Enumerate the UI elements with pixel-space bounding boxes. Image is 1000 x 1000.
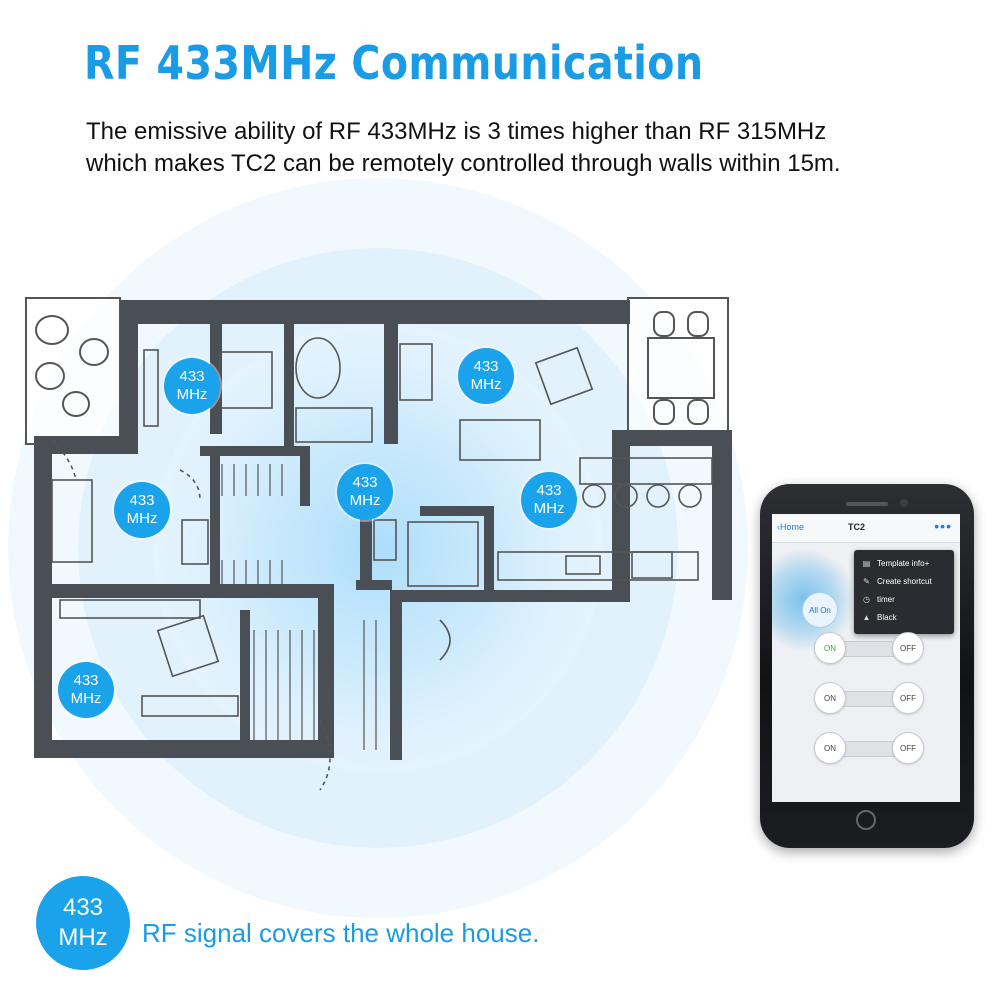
timer-icon: ◷ bbox=[863, 594, 870, 604]
menu-item-label: timer bbox=[877, 594, 895, 604]
closet-hatching bbox=[221, 464, 377, 750]
badge-value: 433 bbox=[352, 474, 378, 491]
menu-item-label: Template info+ bbox=[877, 558, 930, 568]
signal-badge-kids-room: 433 MHz bbox=[58, 662, 114, 718]
badge-value: 433 bbox=[73, 672, 99, 689]
phone-speaker bbox=[846, 502, 888, 506]
badge-unit: MHz bbox=[533, 500, 565, 517]
furniture bbox=[51, 337, 713, 791]
off-button[interactable]: OFF bbox=[892, 632, 924, 664]
off-button[interactable]: OFF bbox=[892, 682, 924, 714]
signal-badge-living-room: 433 MHz bbox=[458, 348, 514, 404]
page-title: RF 433MHz Communication bbox=[84, 36, 704, 90]
footer-badge: 433 MHz bbox=[36, 876, 130, 970]
app-title: TC2 bbox=[848, 522, 866, 532]
badge-unit: MHz bbox=[176, 386, 208, 403]
badge-value: 433 bbox=[536, 482, 562, 499]
home-button[interactable] bbox=[856, 810, 876, 830]
shirt-icon: ▲ bbox=[862, 612, 871, 622]
smartphone: ‹Home TC2 ••• All On ▤ Template info+ ✎ Cr… bbox=[760, 484, 974, 848]
badge-unit: MHz bbox=[126, 510, 158, 527]
template-icon: ▤ bbox=[862, 558, 871, 568]
footer-caption: RF signal covers the whole house. bbox=[142, 918, 540, 948]
menu-item-label: Create shortcut bbox=[877, 576, 932, 586]
badge-unit: MHz bbox=[70, 690, 102, 707]
balcony-left bbox=[25, 297, 121, 445]
on-button[interactable]: ON bbox=[814, 682, 846, 714]
signal-badge-hallway: 433 MHz bbox=[337, 464, 393, 520]
switch-row-1: ON OFF bbox=[814, 632, 924, 664]
context-menu: ▤Template info+ ✎Create shortcut ◷timer … bbox=[854, 550, 954, 634]
switch-row-3: ON OFF bbox=[814, 732, 924, 764]
all-on-button[interactable]: All On bbox=[802, 592, 838, 628]
footer-badge-unit: MHz bbox=[58, 924, 108, 951]
exterior-walls bbox=[34, 300, 732, 760]
badge-value: 433 bbox=[129, 492, 155, 509]
signal-badge-bedroom: 433 MHz bbox=[164, 358, 220, 414]
shortcut-icon: ✎ bbox=[863, 576, 870, 586]
signal-badge-study: 433 MHz bbox=[114, 482, 170, 538]
menu-item-label: Black bbox=[877, 612, 897, 622]
page-subtitle: The emissive ability of RF 433MHz is 3 t… bbox=[86, 116, 986, 180]
menu-item-black[interactable]: ▲ Black bbox=[862, 610, 897, 624]
back-label: Home bbox=[780, 522, 805, 532]
phone-camera bbox=[900, 499, 908, 507]
more-dots-icon[interactable]: ••• bbox=[934, 518, 952, 534]
subtitle-line-2: which makes TC2 can be remotely controll… bbox=[86, 150, 841, 177]
on-button[interactable]: ON bbox=[814, 632, 846, 664]
on-button[interactable]: ON bbox=[814, 732, 846, 764]
app-nav-bar: ‹Home TC2 ••• bbox=[772, 514, 960, 543]
back-button[interactable]: ‹Home bbox=[777, 522, 804, 532]
footer-badge-value: 433 bbox=[62, 894, 104, 921]
switch-row-2: ON OFF bbox=[814, 682, 924, 714]
menu-item-create-shortcut[interactable]: ✎ Create shortcut bbox=[862, 574, 932, 588]
badge-unit: MHz bbox=[349, 492, 381, 509]
menu-item-timer[interactable]: ◷ timer bbox=[862, 592, 895, 606]
chevron-left-icon: ‹ bbox=[777, 522, 780, 532]
badge-unit: MHz bbox=[470, 376, 502, 393]
menu-item-template-info[interactable]: ▤ Template info+ bbox=[862, 556, 930, 570]
signal-badge-kitchen: 433 MHz bbox=[521, 472, 577, 528]
off-button[interactable]: OFF bbox=[892, 732, 924, 764]
badge-value: 433 bbox=[179, 368, 205, 385]
subtitle-line-1: The emissive ability of RF 433MHz is 3 t… bbox=[86, 118, 827, 145]
badge-value: 433 bbox=[473, 358, 499, 375]
balcony-right bbox=[627, 297, 729, 439]
app-screen: ‹Home TC2 ••• All On ▤ Template info+ ✎ Cr… bbox=[772, 514, 960, 802]
